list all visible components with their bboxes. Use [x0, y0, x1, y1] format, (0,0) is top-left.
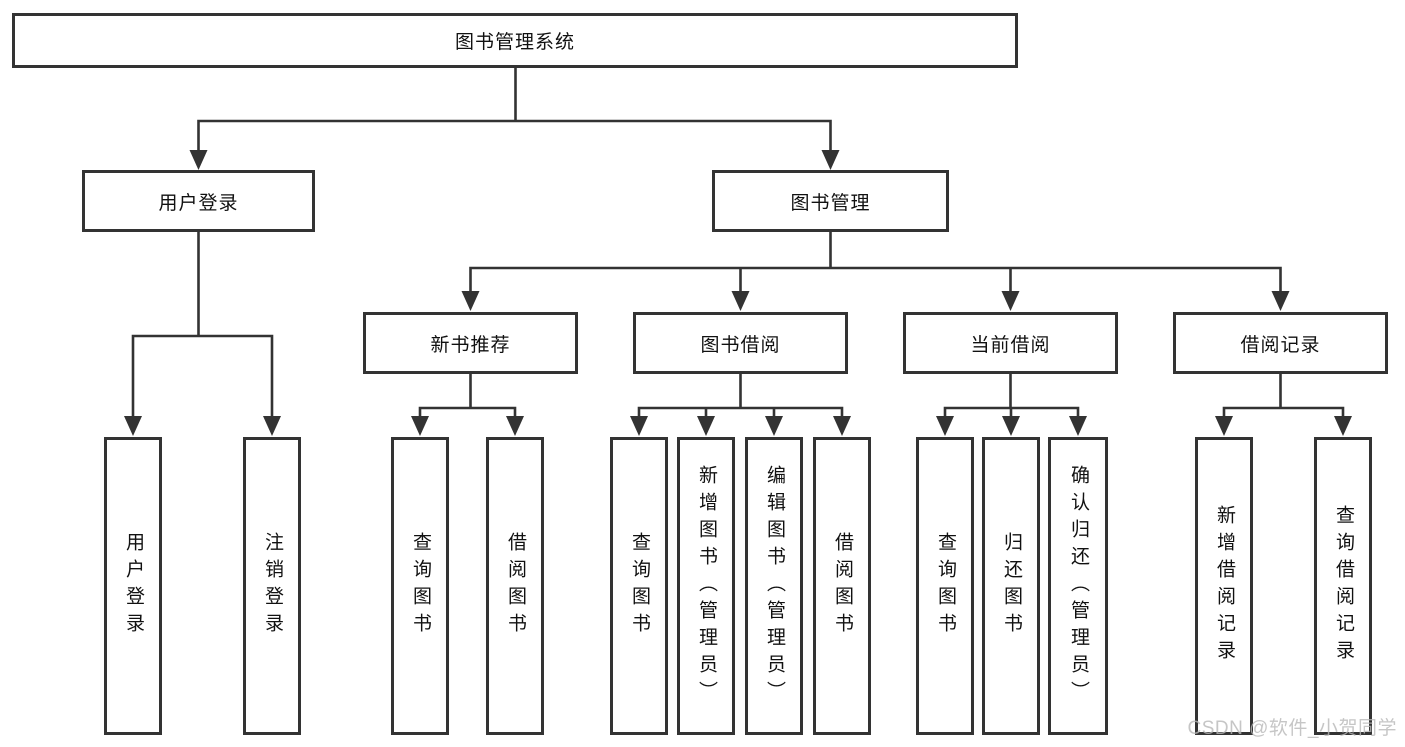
arrow-down-icon — [833, 416, 851, 436]
leaf-query-books-borrow: 查询图书 — [610, 437, 668, 735]
node-book-management: 图书管理 — [712, 170, 949, 232]
node-book-borrow: 图书借阅 — [633, 312, 848, 374]
arrowheads — [124, 150, 1352, 436]
leaf-borrow-books: 借阅图书 — [813, 437, 871, 735]
csdn-watermark: CSDN @软件_小贺同学 — [1187, 718, 1397, 739]
arrow-down-icon — [1334, 416, 1352, 436]
edge-userlogin-to-leaves — [131, 232, 274, 418]
leaf-borrow-books-recommend: 借阅图书 — [486, 437, 544, 735]
arrow-down-icon — [506, 416, 524, 436]
edge-borrow-to-leaves — [637, 374, 844, 418]
node-new-book-recommend: 新书推荐 — [363, 312, 578, 374]
edge-current-to-leaves — [943, 374, 1080, 418]
edge-bookmgmt-to-level3 — [469, 232, 1282, 292]
arrow-down-icon — [1069, 416, 1087, 436]
arrow-down-icon — [461, 291, 480, 311]
leaf-confirm-return-admin: 确认归还（管理员） — [1048, 437, 1108, 735]
leaf-edit-books-admin: 编辑图书（管理员） — [745, 437, 803, 735]
arrow-down-icon — [263, 416, 281, 436]
leaf-query-books-current: 查询图书 — [916, 437, 974, 735]
node-borrow-records: 借阅记录 — [1173, 312, 1388, 374]
arrow-down-icon — [936, 416, 954, 436]
arrow-down-icon — [411, 416, 429, 436]
arrow-down-icon — [1215, 416, 1233, 436]
leaf-query-borrow-record: 查询借阅记录 — [1314, 437, 1372, 735]
arrow-down-icon — [731, 291, 750, 311]
node-current-borrow: 当前借阅 — [903, 312, 1118, 374]
edge-root-to-level2 — [197, 68, 832, 151]
node-library-system: 图书管理系统 — [12, 13, 1018, 68]
arrow-down-icon — [1271, 291, 1290, 311]
arrow-down-icon — [821, 150, 840, 170]
leaf-return-books: 归还图书 — [982, 437, 1040, 735]
leaf-logout: 注销登录 — [243, 437, 301, 735]
arrow-down-icon — [1001, 291, 1020, 311]
arrow-down-icon — [630, 416, 648, 436]
edge-newbook-to-leaves — [418, 374, 517, 418]
leaf-add-borrow-record: 新增借阅记录 — [1195, 437, 1253, 735]
arrow-down-icon — [189, 150, 208, 170]
leaf-query-books-recommend: 查询图书 — [391, 437, 449, 735]
leaf-add-books-admin: 新增图书（管理员） — [677, 437, 735, 735]
leaf-user-login: 用户登录 — [104, 437, 162, 735]
edge-records-to-leaves — [1222, 374, 1345, 418]
node-user-login: 用户登录 — [82, 170, 315, 232]
arrow-down-icon — [765, 416, 783, 436]
arrow-down-icon — [697, 416, 715, 436]
arrow-down-icon — [124, 416, 142, 436]
arrow-down-icon — [1002, 416, 1020, 436]
